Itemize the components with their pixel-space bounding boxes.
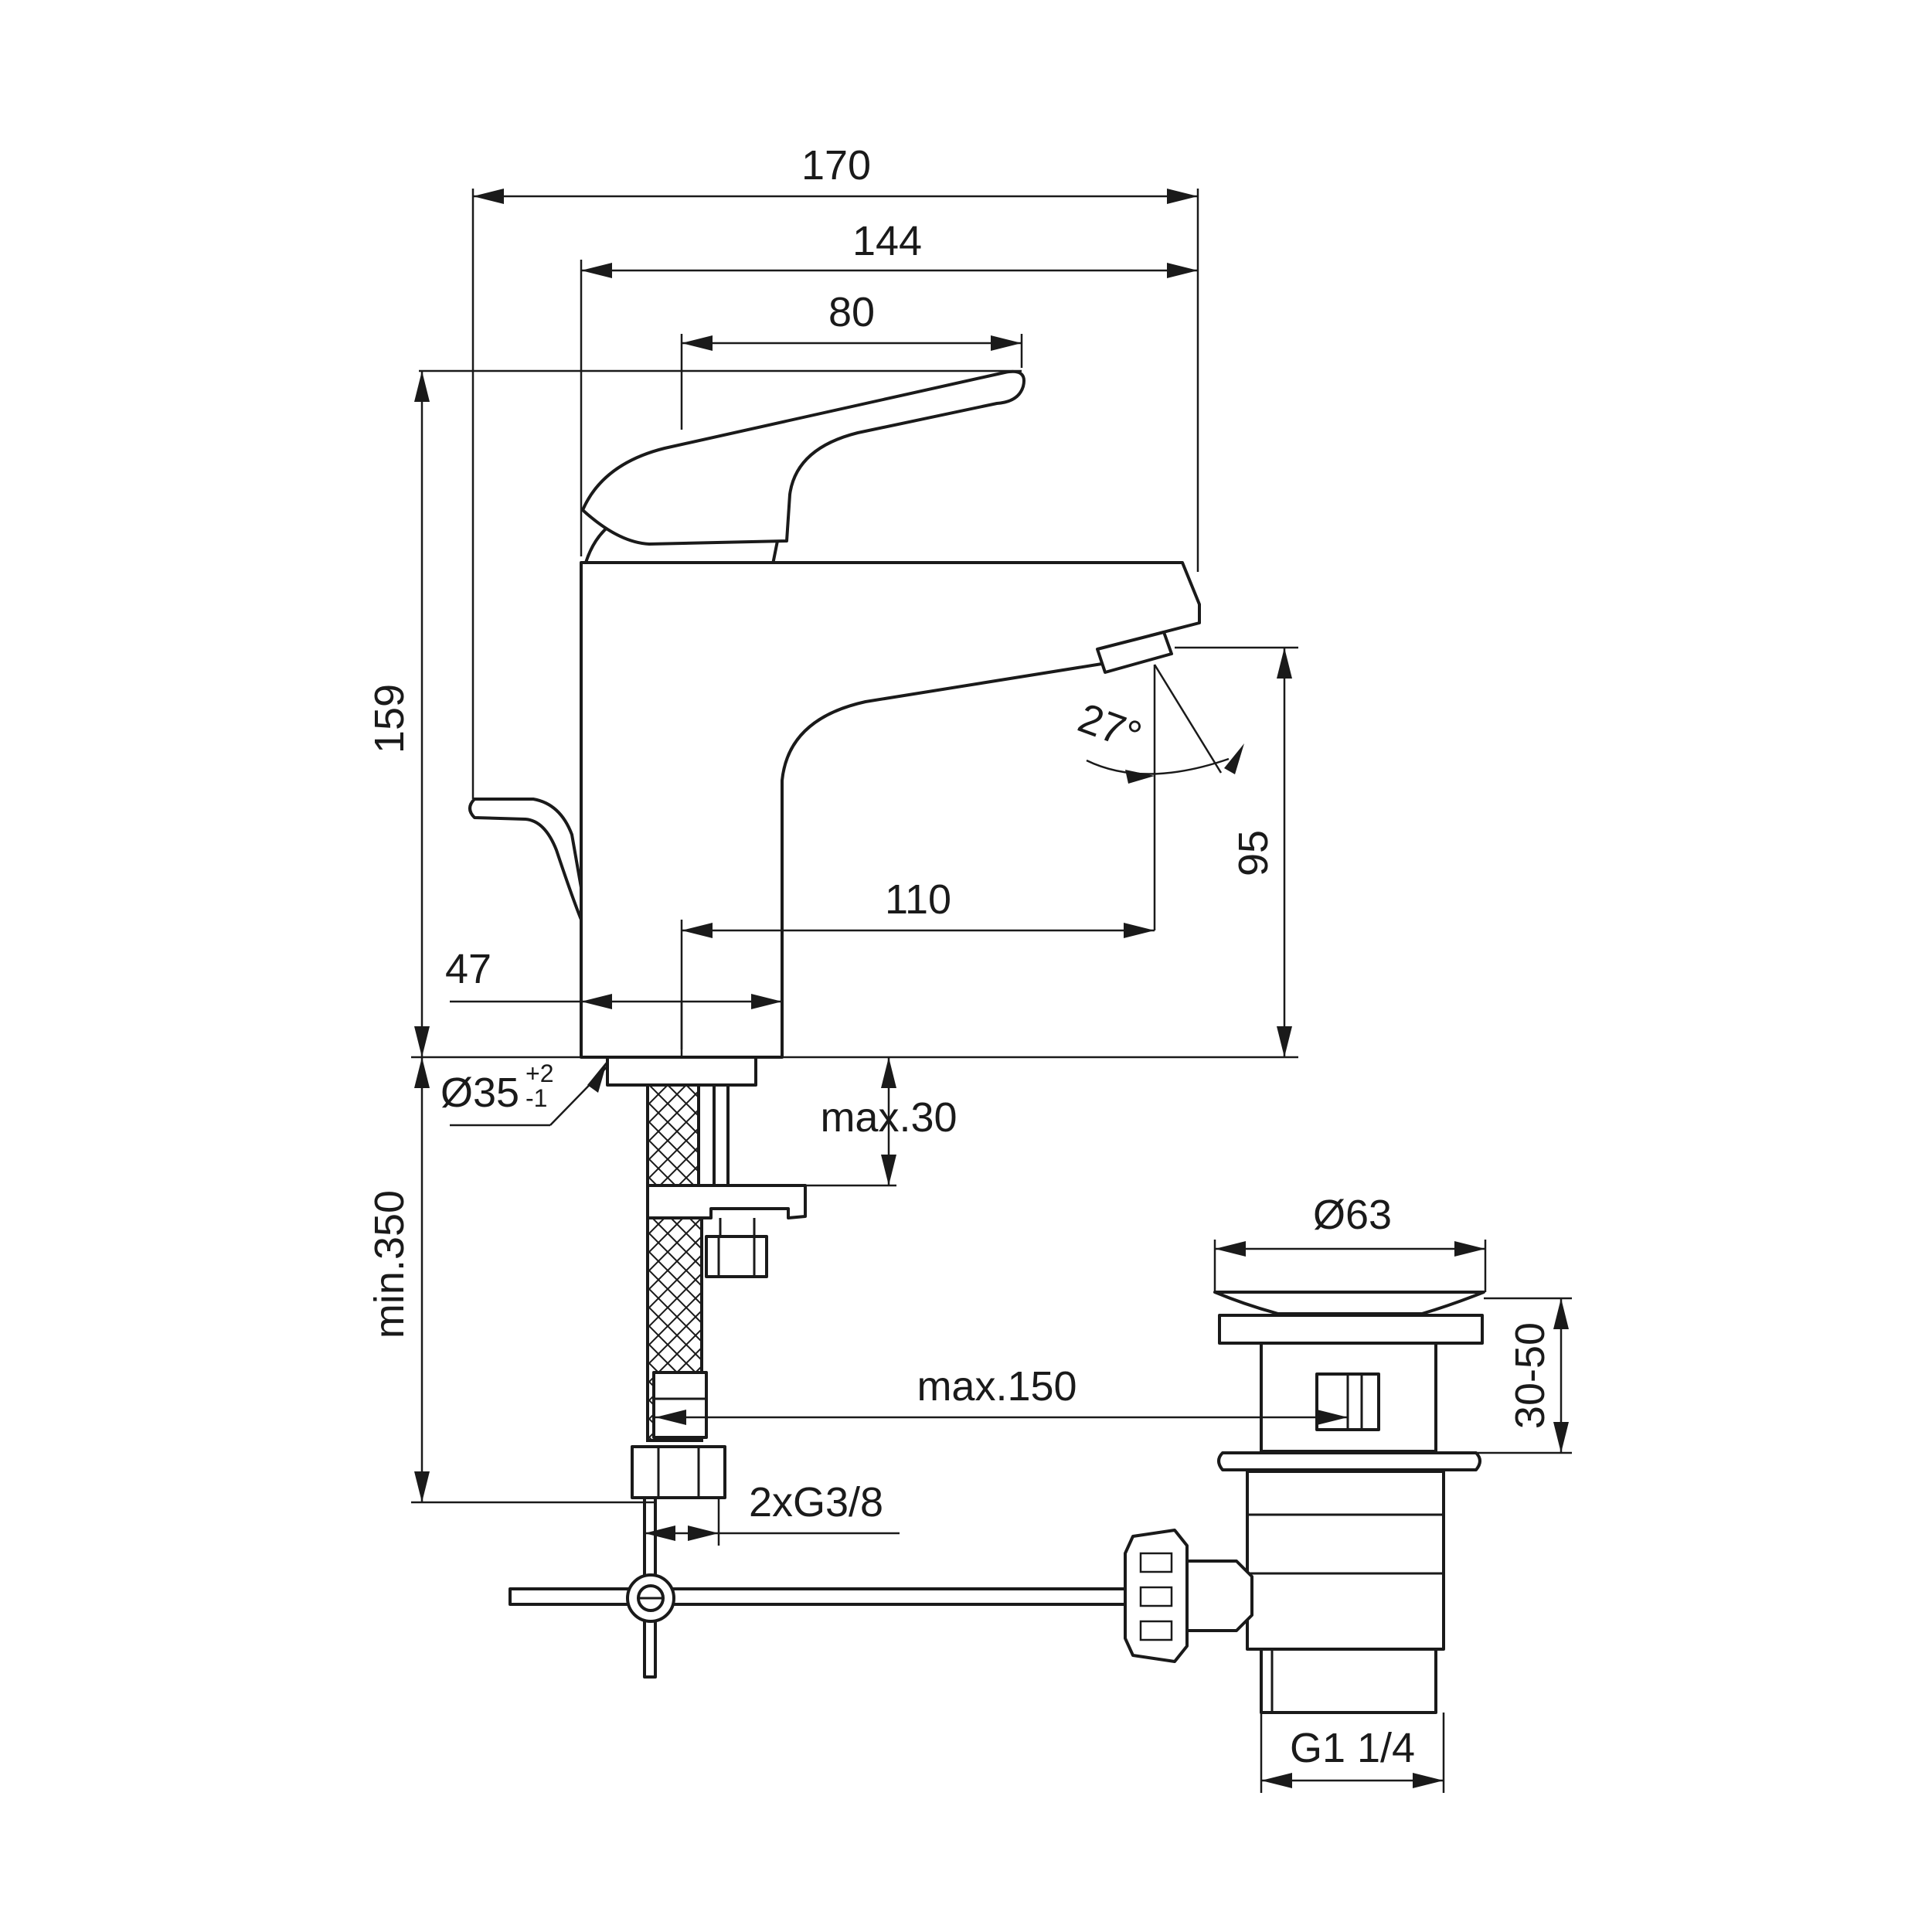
dim-47: 47 [445, 946, 492, 992]
dim-170: 170 [801, 142, 871, 189]
dim-min350: min.350 [366, 1190, 413, 1338]
dimension-lines [411, 189, 1572, 1793]
dimension-labels: 170 144 80 159 110 47 95 27° Ø35 +2 -1 m… [366, 142, 1553, 1771]
dim-max30: max.30 [820, 1094, 957, 1141]
dim-2xg38: 2xG3/8 [749, 1479, 883, 1526]
aerator [1096, 631, 1173, 674]
faucet [468, 369, 1201, 1087]
horizontal-rod [509, 1587, 1139, 1606]
spout-body [580, 561, 1201, 1059]
waste-body-upper [1260, 1342, 1437, 1453]
waste-body [1246, 1470, 1445, 1651]
side-nut [1124, 1529, 1189, 1663]
dim-110: 110 [885, 876, 951, 923]
dim-144: 144 [852, 218, 922, 264]
hose-fitting [652, 1371, 708, 1439]
dim-27-deg: 27° [1073, 695, 1148, 760]
dim-159: 159 [366, 684, 413, 753]
dim-max150: max.150 [917, 1363, 1077, 1410]
dim-d35-tol-upper: +2 [526, 1060, 553, 1087]
dim-30-50: 30-50 [1507, 1322, 1553, 1429]
waste-thread [1260, 1648, 1437, 1714]
handle-lever [581, 369, 1026, 546]
dim-d35: Ø35 [440, 1070, 519, 1116]
dim-d35-tol-lower: -1 [526, 1084, 547, 1112]
dim-80: 80 [828, 289, 875, 335]
fixing-nut [705, 1235, 768, 1278]
waste-lower-flange [1217, 1451, 1481, 1471]
base-ring [606, 1056, 757, 1087]
dim-g114: G1 1/4 [1290, 1725, 1415, 1771]
popup-lever [468, 798, 584, 921]
dim-95: 95 [1230, 830, 1277, 876]
waste-cap [1213, 1291, 1485, 1315]
hose-right [697, 1083, 716, 1187]
waste-valve [1124, 1291, 1485, 1714]
mounting-plate [646, 1184, 807, 1219]
waste-flange [1218, 1314, 1484, 1345]
under-counter-assembly [509, 1083, 1139, 1679]
g38-nut [631, 1445, 726, 1499]
side-connector [1185, 1560, 1253, 1632]
dim-d63: Ø63 [1313, 1192, 1392, 1238]
